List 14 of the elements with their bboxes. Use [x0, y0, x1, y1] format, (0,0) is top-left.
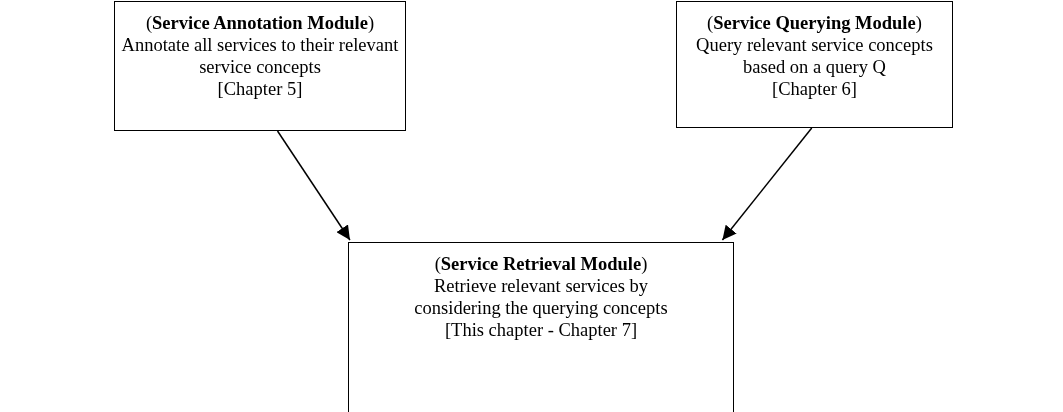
module-description: Retrieve relevant services by considering the querying concepts — [413, 275, 669, 319]
chapter-reference: [Chapter 6] — [772, 78, 857, 100]
module-title: (Service Retrieval Module) — [434, 253, 648, 275]
chapter-reference: [This chapter - Chapter 7] — [444, 319, 638, 341]
module-description: Query relevant service concepts based on a query Q — [695, 34, 934, 78]
module-description: Annotate all services to their relevant service concepts — [120, 34, 400, 78]
module-box — [114, 1, 406, 131]
module-title: (Service Annotation Module) — [145, 12, 375, 34]
module-box — [676, 1, 953, 128]
module-box — [348, 242, 734, 412]
arrow — [276, 130, 351, 241]
arrow — [721, 127, 813, 241]
chapter-reference: [Chapter 5] — [217, 78, 303, 100]
module-title: (Service Querying Module) — [707, 12, 922, 34]
